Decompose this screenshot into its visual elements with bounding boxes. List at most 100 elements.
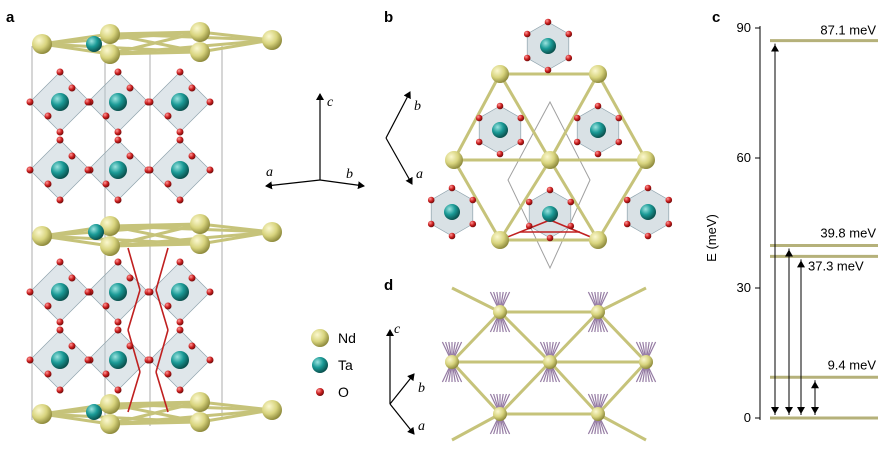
- o-atom: [665, 220, 673, 228]
- nd-atom: [589, 231, 607, 249]
- axis-c-label-d: c: [394, 322, 401, 337]
- o-atom: [102, 180, 110, 188]
- o-atom: [517, 138, 525, 146]
- o-atom: [114, 196, 122, 204]
- nd-nd-bond: [41, 42, 201, 54]
- ta-atom: [109, 351, 127, 369]
- o-atom: [523, 54, 531, 62]
- nd-nd-bond: [548, 310, 600, 364]
- o-atom: [114, 68, 122, 76]
- nd-nd-bond: [597, 286, 647, 314]
- ta-o-bond: [127, 371, 141, 413]
- nd-atom: [262, 30, 282, 50]
- o-atom: [567, 222, 575, 230]
- o-atom: [188, 342, 196, 350]
- nd-nd-bond: [109, 224, 273, 234]
- o-atom: [517, 114, 525, 122]
- nd-atom: [190, 234, 210, 254]
- o-atom: [164, 370, 172, 378]
- ta-atom: [171, 283, 189, 301]
- nd-nd-bond: [596, 159, 648, 241]
- axis-c-label: c: [327, 95, 334, 110]
- o-atom: [176, 68, 184, 76]
- nd-atom: [100, 44, 120, 64]
- o-atom: [206, 356, 214, 364]
- o-atom: [44, 112, 52, 120]
- legend-ta-label: Ta: [338, 357, 353, 373]
- o-atom: [176, 196, 184, 204]
- axis-a-label-b: a: [416, 167, 423, 182]
- o-atom: [546, 234, 554, 242]
- nd-nd-bond: [41, 222, 201, 238]
- ta-atom: [540, 38, 556, 54]
- nd-atom: [190, 214, 210, 234]
- ta-atom: [171, 93, 189, 111]
- o-atom: [68, 274, 76, 282]
- ta-atom: [109, 283, 127, 301]
- panel-b-top-view: b: [384, 9, 673, 270]
- energy-level-label: 9.4 meV: [828, 357, 877, 372]
- o-atom: [546, 186, 554, 194]
- ta-o-bond: [127, 289, 141, 331]
- o-atom: [114, 326, 122, 334]
- nd-atom: [639, 355, 653, 369]
- o-atom: [102, 302, 110, 310]
- ta-atom: [51, 93, 69, 111]
- nd-nd-bond: [597, 412, 647, 442]
- o-atom: [56, 326, 64, 334]
- o-atom: [206, 98, 214, 106]
- o-atom: [573, 138, 581, 146]
- legend-nd-label: Nd: [338, 330, 356, 346]
- nd-nd-bond: [109, 402, 273, 412]
- o-atom: [56, 68, 64, 76]
- ta-atom: [51, 283, 69, 301]
- ta-atom: [542, 206, 558, 222]
- o-atom: [567, 198, 575, 206]
- nd-nd-bond: [41, 30, 201, 46]
- atoms: [26, 22, 282, 434]
- ta-o-bond: [155, 247, 169, 291]
- ta-atom: [492, 122, 508, 138]
- o-atom: [56, 386, 64, 394]
- axis-b-label: b: [346, 167, 353, 182]
- nd-atom: [493, 407, 507, 421]
- nd-atom: [100, 236, 120, 256]
- o-atom: [68, 342, 76, 350]
- ta-atom: [171, 351, 189, 369]
- axis-b-label-d: b: [418, 381, 425, 396]
- ta-atom: [444, 204, 460, 220]
- axis-a-label-d: a: [418, 419, 425, 434]
- o-atom: [573, 114, 581, 122]
- nd-atom: [100, 24, 120, 44]
- o-atom: [176, 386, 184, 394]
- nd-nd-bond: [596, 360, 648, 416]
- ta-atom: [51, 351, 69, 369]
- axes-triad-d: c b a: [386, 322, 425, 435]
- o-atom: [114, 128, 122, 136]
- rhombus: [507, 100, 591, 270]
- nd-atom: [100, 414, 120, 434]
- nd-nd-bond: [41, 412, 201, 424]
- ta-o-bond: [155, 329, 169, 373]
- o-atom: [469, 220, 477, 228]
- o-atom: [594, 102, 602, 110]
- lattice-atoms: [427, 18, 673, 249]
- axis-b-arrow: [319, 179, 365, 190]
- ta-o-bond: [127, 329, 141, 373]
- o-atom: [56, 136, 64, 144]
- o-atom: [56, 258, 64, 266]
- nd-triangular-lattice: [452, 72, 648, 242]
- axis-a-label: a: [266, 165, 273, 180]
- o-atom: [206, 288, 214, 296]
- o-atom: [615, 138, 623, 146]
- nd-nd-bond: [41, 400, 201, 416]
- o-atom: [644, 232, 652, 240]
- nd-triangular-planes: [41, 30, 273, 426]
- axes-triad-b: b a: [385, 91, 423, 185]
- nd-nd-bond: [548, 159, 600, 241]
- nd-atom: [591, 407, 605, 421]
- axis-a-arrow-d: [389, 403, 415, 435]
- o-atom: [146, 98, 154, 106]
